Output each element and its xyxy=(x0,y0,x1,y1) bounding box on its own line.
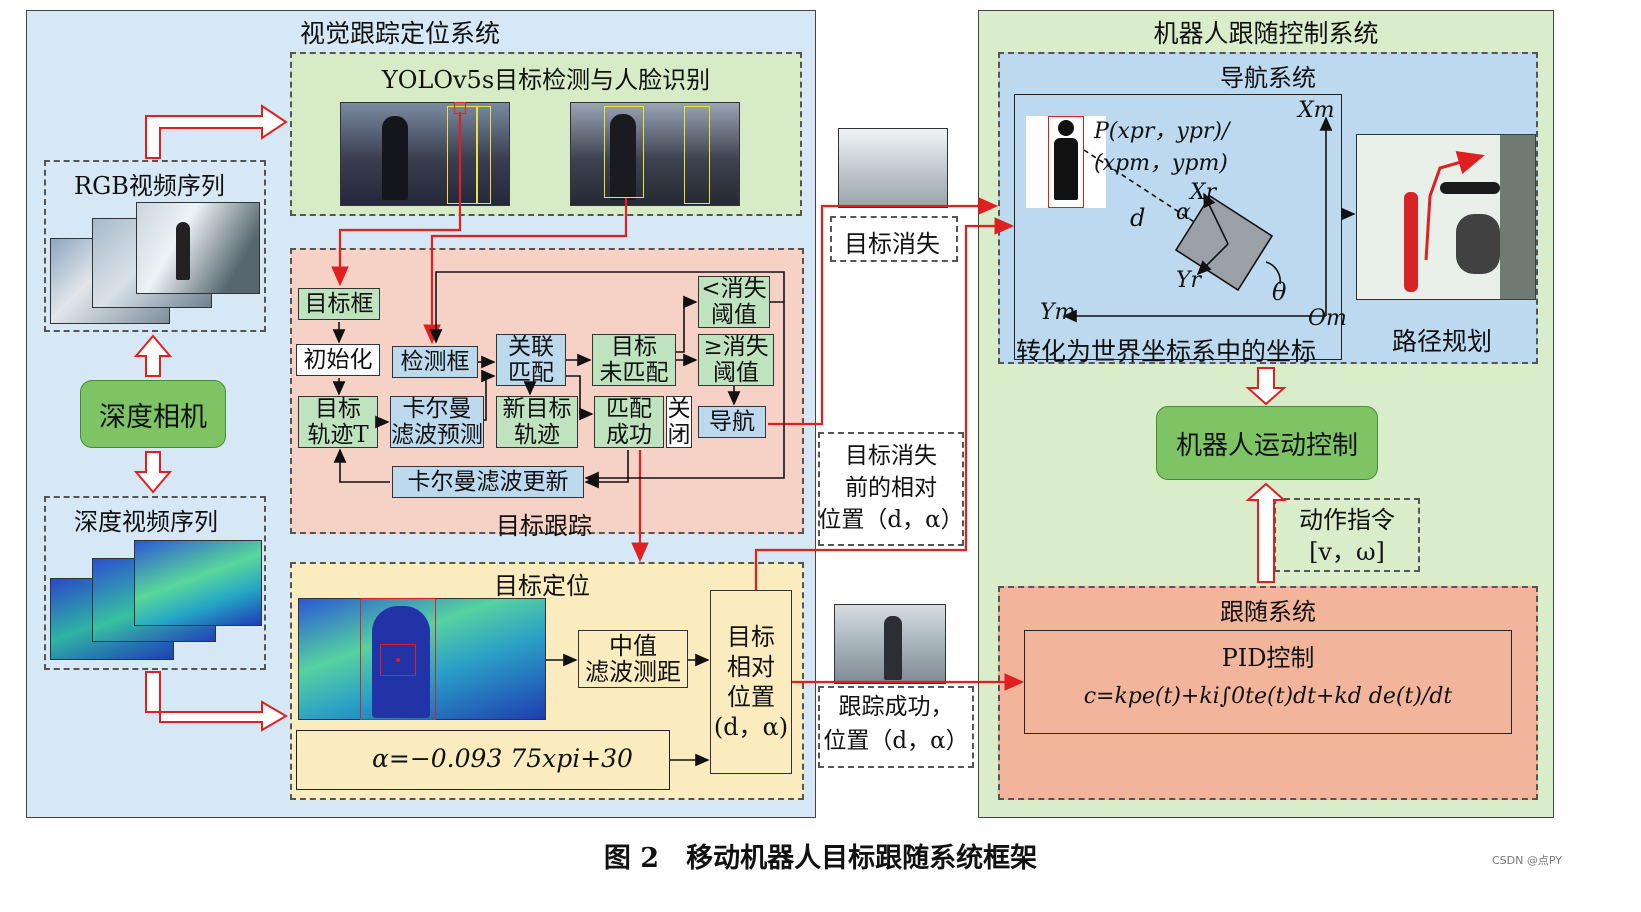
depth-sequence-box xyxy=(44,496,266,670)
world-coord-caption: 转化为世界坐标系中的坐标 xyxy=(1016,337,1317,366)
command-label: 动作指令 [v，ω] xyxy=(1299,506,1395,566)
angle-formula-box xyxy=(296,730,670,790)
map-wall xyxy=(1500,134,1536,300)
trajectory-node: 目标 轨迹T xyxy=(298,396,378,448)
success-person-silhouette xyxy=(884,616,902,680)
relative-position-node: 目标 相对 位置 (d，α) xyxy=(710,590,792,774)
depth-center-box xyxy=(380,644,416,676)
yolo-face-box xyxy=(454,102,466,114)
pid-formula: c=kpe(t)+ki∫0te(t)dt+kd de(t)/dt xyxy=(1083,684,1453,709)
robot-motion-control-node: 机器人运动控制 xyxy=(1156,406,1378,480)
success-label-box xyxy=(818,686,974,768)
map-obstacle-2 xyxy=(1440,182,1500,194)
watermark: CSDN @点PY xyxy=(1492,854,1562,867)
localization-title: 目标定位 xyxy=(494,572,590,600)
robot-xr-label: Xr xyxy=(1190,180,1217,205)
alpha-label: α xyxy=(1176,200,1191,225)
yolo-bbox-1 xyxy=(447,106,477,204)
unmatched-node: 目标 未匹配 xyxy=(592,334,676,386)
kalman-predict-node: 卡尔曼 滤波预测 xyxy=(390,396,484,448)
ge-threshold-node: ≥消失 阈值 xyxy=(698,334,774,386)
associate-node: 关联 匹配 xyxy=(496,334,566,386)
depth-sequence-label: 深度视频序列 xyxy=(74,508,218,536)
axis-ym-label: Ym xyxy=(1040,300,1076,325)
yolo-person-2 xyxy=(610,114,636,200)
robot-system-title: 机器人跟随控制系统 xyxy=(1153,19,1379,48)
follow-system-box xyxy=(998,586,1538,800)
distance-label: d xyxy=(1130,204,1146,232)
angle-formula: α=−0.093 75xpi+30 xyxy=(372,744,633,773)
person-icon xyxy=(1058,120,1074,136)
detect-box-node: 检测框 xyxy=(392,346,478,378)
yolo-bbox-2b xyxy=(684,106,710,204)
figure-caption: 图 2 移动机器人目标跟随系统框架 xyxy=(603,843,1038,874)
new-trajectory-node: 新目标 轨迹 xyxy=(496,396,578,448)
path-planning-label: 路径规划 xyxy=(1392,327,1493,356)
theta-label: θ xyxy=(1272,278,1287,306)
yolo-frame-2 xyxy=(570,102,740,206)
rgb-sequence-label: RGB视频序列 xyxy=(74,172,225,200)
median-filter-node: 中值 滤波测距 xyxy=(578,630,688,688)
init-node: 初始化 xyxy=(296,344,380,376)
robot-or-label: Or xyxy=(1232,234,1261,259)
nav-node: 导航 xyxy=(698,406,766,438)
follow-system-title: 跟随系统 xyxy=(1220,598,1316,626)
depth-frame-3 xyxy=(134,540,262,626)
pid-box xyxy=(1024,630,1512,734)
lost-scene-image xyxy=(838,128,948,208)
depth-camera-node: 深度相机 xyxy=(80,380,226,448)
kalman-update-node: 卡尔曼滤波更新 xyxy=(392,466,584,498)
lt-threshold-node: <消失 阈值 xyxy=(698,276,770,328)
person-icon-body xyxy=(1054,138,1078,200)
depth-center-dot xyxy=(396,658,400,662)
tracking-title: 目标跟踪 xyxy=(496,512,592,540)
yolo-person-1 xyxy=(382,116,408,200)
axis-om-label: Om xyxy=(1308,306,1347,331)
depth-person-silhouette xyxy=(372,606,430,718)
visual-system-title: 视觉跟踪定位系统 xyxy=(300,19,501,48)
rgb-person-silhouette xyxy=(176,222,190,280)
pid-title: PID控制 xyxy=(1221,644,1315,672)
coord-frame-box xyxy=(1014,94,1342,360)
axis-xm-label: Xm xyxy=(1298,98,1335,123)
yolo-bbox-2 xyxy=(604,106,644,198)
yolo-bbox-1b xyxy=(477,106,491,204)
nav-system-title: 导航系统 xyxy=(1220,64,1316,92)
target-box-node: 目标框 xyxy=(298,288,380,320)
map-obstacle-3 xyxy=(1456,214,1500,274)
yolo-title: YOLOv5s目标检测与人脸识别 xyxy=(381,66,711,94)
close-node: 关 闭 xyxy=(666,396,692,448)
rgb-sequence-box xyxy=(44,160,266,332)
robot-yr-label: Yr xyxy=(1176,268,1202,293)
match-success-node: 匹配 成功 xyxy=(594,396,664,448)
person-marker-box xyxy=(1048,116,1084,208)
lost-label: 目标消失 xyxy=(844,230,940,258)
depth-target-bbox xyxy=(360,598,436,720)
rgb-frame-3 xyxy=(136,202,260,294)
target-point-label: P(xpr，ypr)/ (xpm，ypm) xyxy=(1094,119,1230,176)
map-obstacle-1 xyxy=(1404,192,1418,292)
before-lost-label: 目标消失 前的相对 位置（d，α） xyxy=(818,443,964,533)
success-label: 跟踪成功， 位置（d，α） xyxy=(823,694,969,754)
